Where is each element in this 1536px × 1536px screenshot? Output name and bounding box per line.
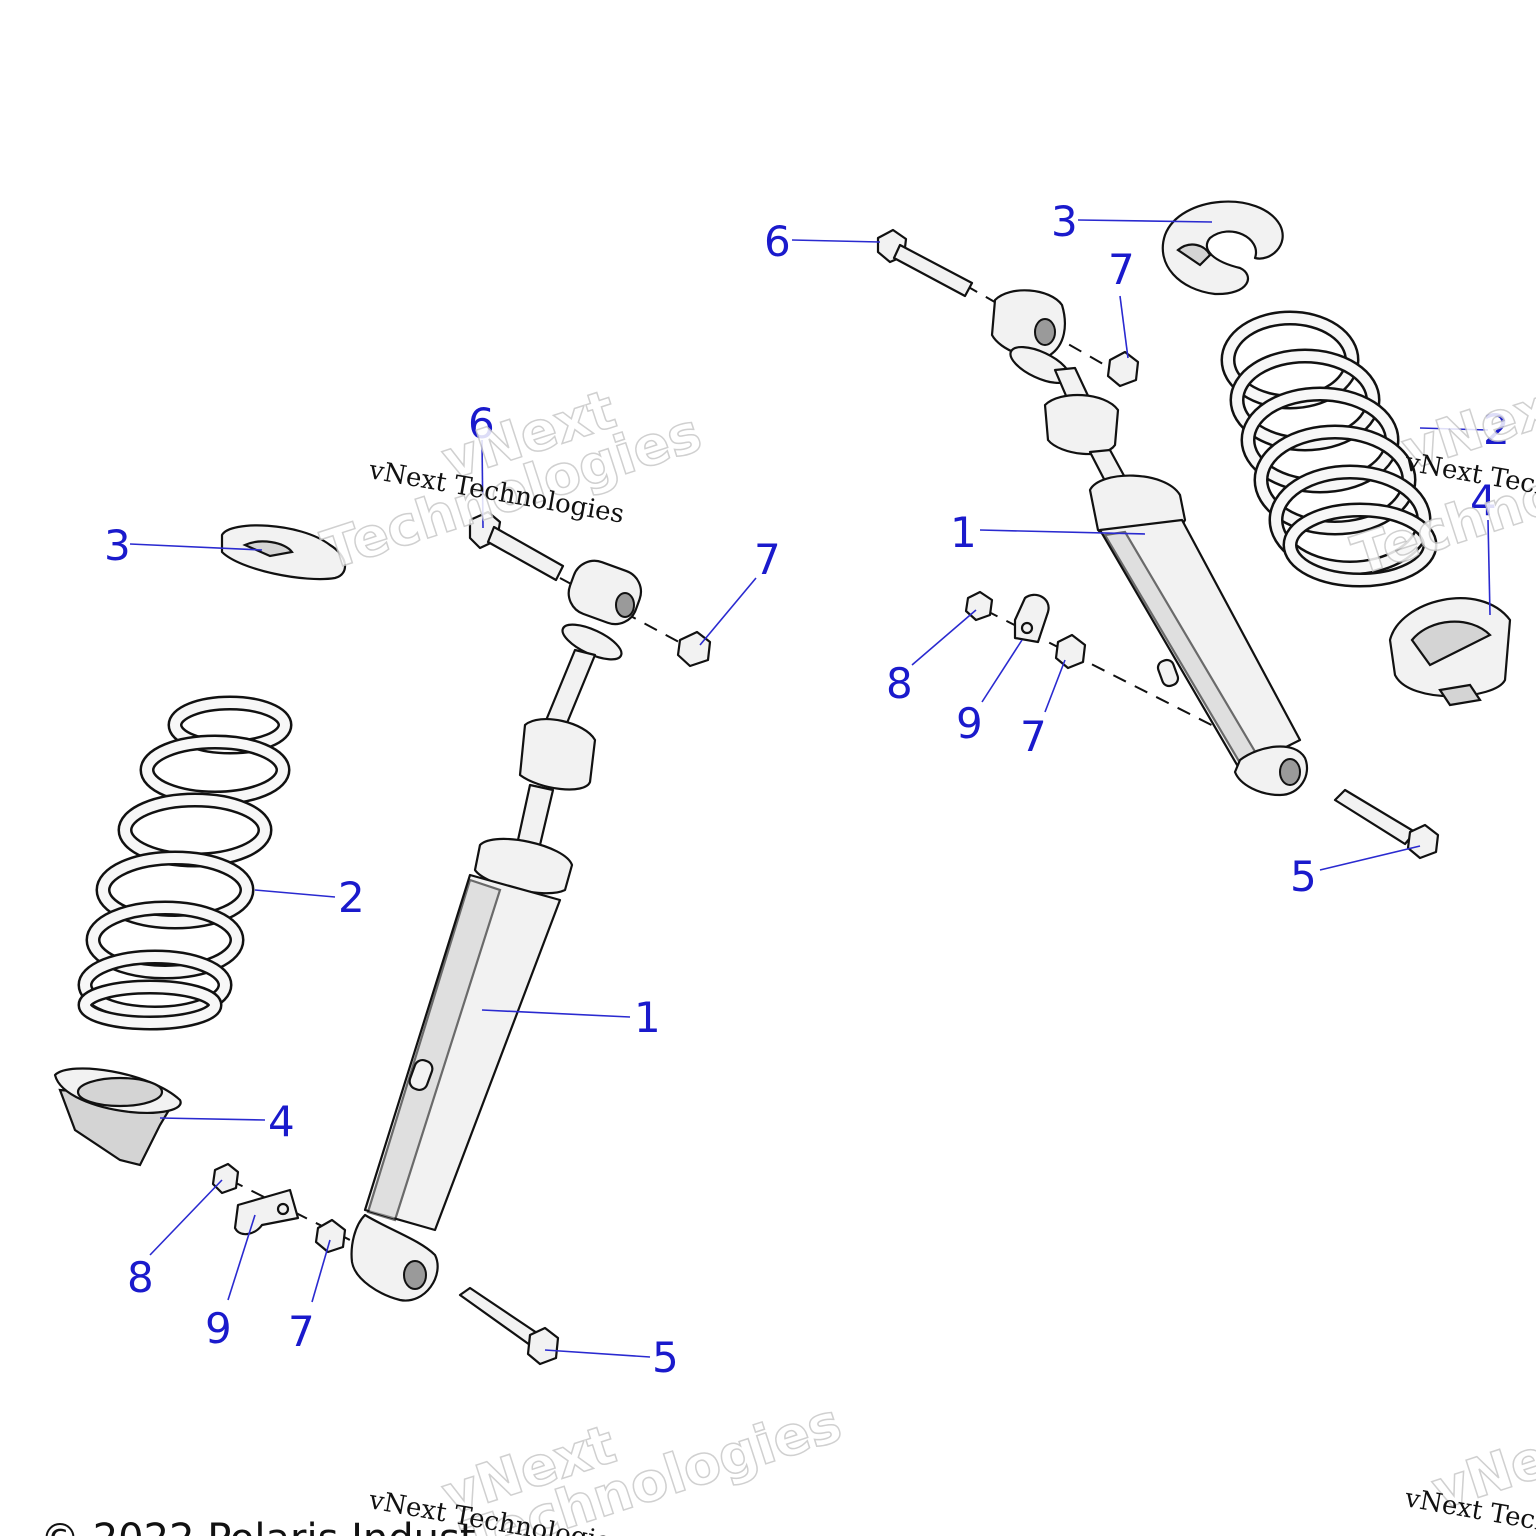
left-callout-1: 1 bbox=[634, 993, 661, 1042]
right-lower-retainer bbox=[1388, 597, 1512, 707]
right-lower-bolt bbox=[1333, 788, 1440, 860]
right-leader-9 bbox=[981, 639, 1023, 703]
right-leader-2 bbox=[1419, 427, 1489, 431]
left-small-nut bbox=[211, 1162, 240, 1195]
left-callout-4: 4 bbox=[268, 1097, 295, 1146]
left-leader-3 bbox=[129, 543, 263, 551]
right-callout-9: 9 bbox=[956, 699, 983, 748]
right-leader-7b bbox=[1044, 659, 1066, 713]
left-upper-nut bbox=[676, 630, 712, 668]
right-callout-7b: 7 bbox=[1020, 712, 1047, 761]
left-leader-4 bbox=[159, 1117, 266, 1121]
left-leader-5 bbox=[544, 1349, 651, 1358]
left-callout-3: 3 bbox=[104, 521, 131, 570]
left-lower-retainer bbox=[53, 1067, 182, 1167]
right-callout-5: 5 bbox=[1290, 852, 1317, 901]
right-clamp bbox=[1013, 593, 1050, 644]
left-clamp-nut bbox=[314, 1218, 347, 1254]
right-leader-5 bbox=[1319, 845, 1421, 871]
left-leader-7a bbox=[699, 577, 757, 646]
left-leader-7b bbox=[311, 1239, 331, 1303]
left-leader-1 bbox=[481, 1009, 631, 1018]
right-callout-4: 4 bbox=[1470, 476, 1497, 525]
left-callout-5: 5 bbox=[652, 1333, 679, 1382]
right-leader-4 bbox=[1487, 519, 1491, 616]
left-callout-2: 2 bbox=[338, 873, 365, 922]
right-spring bbox=[1220, 310, 1438, 588]
right-callout-3: 3 bbox=[1051, 197, 1078, 246]
right-upper-bolt bbox=[876, 228, 974, 298]
left-leader-6 bbox=[481, 439, 484, 529]
left-callout-8: 8 bbox=[127, 1253, 154, 1302]
left-shock bbox=[350, 559, 643, 1302]
right-clamp-nut bbox=[1054, 633, 1087, 670]
left-spring bbox=[77, 695, 293, 1031]
right-leader-7a bbox=[1119, 295, 1129, 359]
left-assembly: 6 3 7 2 1 4 8 9 7 5 bbox=[53, 399, 781, 1382]
right-upper-retainer bbox=[1161, 200, 1284, 296]
watermark-bottom-center: vNext Technologies vNext Technologies bbox=[366, 1390, 850, 1536]
left-leader-2 bbox=[254, 889, 336, 898]
right-leader-6 bbox=[791, 239, 881, 243]
copyright-text: © 2022 Polaris Indust bbox=[40, 1516, 476, 1536]
watermark-bottom-right: vNext vNext Technologies bbox=[1402, 1407, 1536, 1536]
left-leader-8 bbox=[149, 1179, 223, 1256]
right-callout-6: 6 bbox=[764, 217, 791, 266]
left-upper-bolt bbox=[468, 510, 565, 582]
left-callout-9: 9 bbox=[205, 1304, 232, 1353]
left-callout-6: 6 bbox=[468, 399, 495, 448]
right-callout-2: 2 bbox=[1483, 405, 1510, 454]
left-callout-7a: 7 bbox=[754, 535, 781, 584]
left-callout-7b: 7 bbox=[288, 1307, 315, 1356]
left-upper-retainer bbox=[220, 524, 346, 581]
right-callout-8: 8 bbox=[886, 659, 913, 708]
right-callout-1: 1 bbox=[950, 508, 977, 557]
right-leader-8 bbox=[911, 609, 977, 666]
left-leader-9 bbox=[227, 1214, 256, 1301]
right-callout-7a: 7 bbox=[1108, 245, 1135, 294]
right-leader-1 bbox=[979, 529, 1146, 535]
left-clamp bbox=[233, 1188, 300, 1236]
right-leader-3 bbox=[1077, 219, 1213, 223]
right-shock bbox=[990, 289, 1308, 797]
right-upper-nut bbox=[1106, 350, 1140, 388]
left-lower-bolt bbox=[458, 1286, 560, 1366]
right-assembly: 6 3 7 2 1 4 8 9 7 5 bbox=[764, 197, 1512, 901]
